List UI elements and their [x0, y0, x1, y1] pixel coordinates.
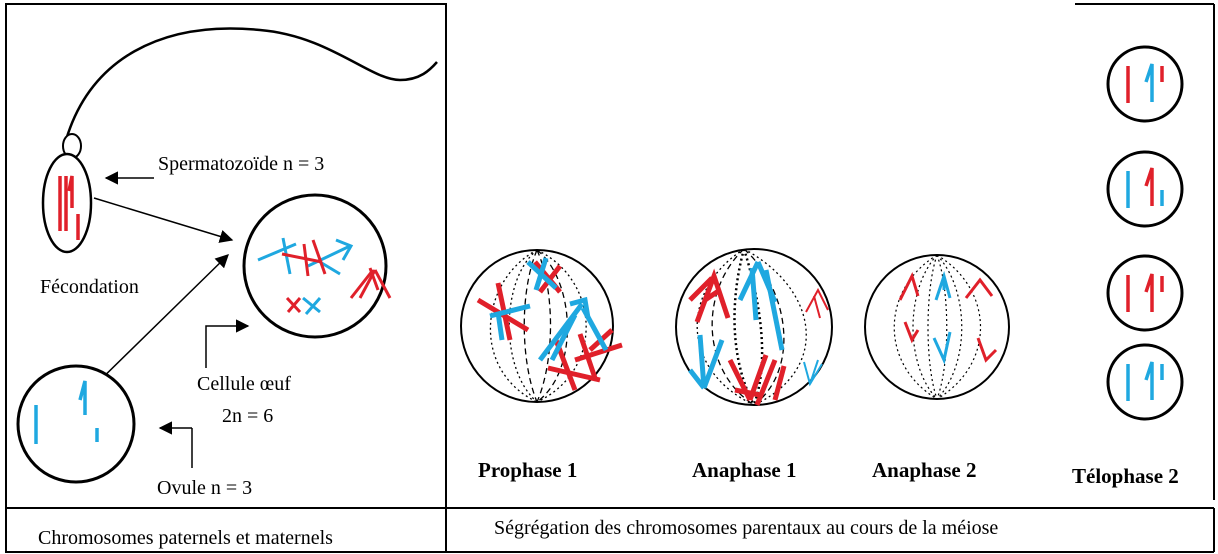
right-caption: Ségrégation des chromosomes parentaux au…: [494, 517, 998, 539]
sperm-chromosomes: [58, 175, 80, 240]
anaphase-2-spindle: [893, 255, 981, 399]
diagram-frame: [5, 3, 1215, 553]
sperm-label: Spermatozoïde n = 3: [158, 153, 324, 175]
stage-label-telophase-2: Télophase 2: [1072, 464, 1179, 488]
left-caption: Chromosomes paternels et maternels: [38, 527, 333, 549]
fertilization-label: Fécondation: [40, 276, 139, 298]
telophase-2-cell-1: [1106, 45, 1184, 123]
arrow-ovum-to-egg: [87, 254, 229, 393]
egg-label-connector: [205, 319, 250, 368]
telophase-2-cell-2: [1106, 150, 1184, 228]
telophase-2-cell-4: [1106, 343, 1184, 421]
egg-cell: [242, 193, 388, 339]
ovum: [16, 364, 136, 484]
anaphase-1-chromosomes: [688, 260, 829, 406]
ovum-chromosomes: [34, 380, 99, 444]
telophase-2-cells: [1106, 45, 1184, 421]
anaphase-2-cell: [864, 254, 1010, 400]
stage-label-prophase-1: Prophase 1: [478, 458, 577, 482]
stage-label-anaphase-2: Anaphase 2: [872, 458, 976, 482]
prophase-1-cell: [460, 249, 623, 403]
telophase-2-cell-3: [1106, 254, 1184, 332]
anaphase-1-cell: [675, 248, 833, 406]
egg-cell-label-line1: Cellule œuf: [197, 373, 291, 395]
stage-label-anaphase-1: Anaphase 1: [692, 458, 796, 482]
sperm: [41, 27, 438, 254]
prophase-1-chromosomes: [476, 257, 623, 391]
egg-cell-chromosomes: [257, 237, 392, 315]
egg-cell-label-line2: 2n = 6: [222, 405, 273, 427]
arrow-sperm-to-egg: [93, 197, 234, 243]
anaphase-2-chromosomes: [898, 270, 998, 365]
sperm-tail: [64, 27, 438, 141]
ovum-label: Ovule n = 3: [157, 477, 252, 499]
